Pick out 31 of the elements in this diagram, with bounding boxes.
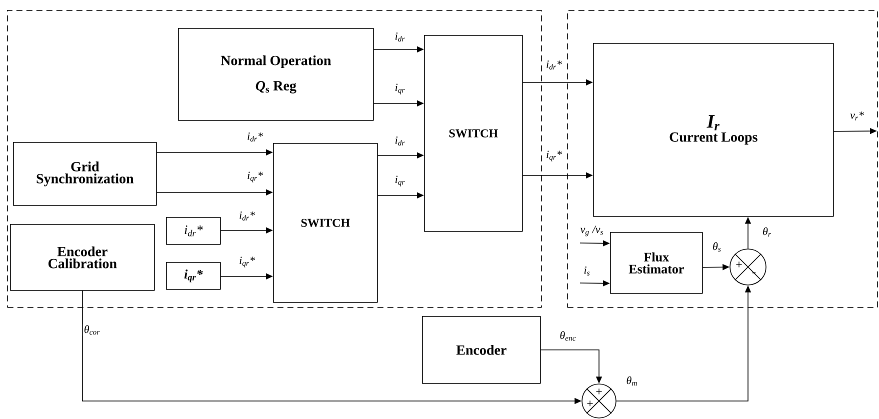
edge-label: θ$_{r}$ xyxy=(762,226,772,238)
block-box: I$_{r}$ Current Loops xyxy=(593,43,834,217)
block-box: Flux Estimator xyxy=(610,232,703,294)
edge-label: i$_{s}$ xyxy=(582,266,592,276)
summing-junction: + + xyxy=(582,384,616,418)
edge-label: θ$_{s}$ xyxy=(712,241,722,253)
edge-label: i$_{qr}$* xyxy=(246,170,264,184)
block-box: Encoder Calibration xyxy=(10,224,155,291)
edge-label: i$_{qr}$ xyxy=(394,174,406,188)
dashed-group-frame xyxy=(7,10,542,308)
edge-label: v$_{r}$* xyxy=(849,110,865,122)
reference-box: i$_{dr}$* xyxy=(166,216,221,245)
edge-label: i$_{dr}$* xyxy=(545,60,563,70)
edge-label: i$_{qr}$* xyxy=(545,150,563,162)
edge-label: i$_{dr}$ xyxy=(394,32,406,42)
edge-label: v$_{g}$ /v$_{s}$ xyxy=(579,224,605,238)
switch-box: SWITCH xyxy=(424,35,523,232)
edge-label: i$_{dr}$ xyxy=(394,136,406,146)
block-box: Grid Synchronization xyxy=(13,142,157,206)
edge-label: i$_{dr}$* xyxy=(246,132,264,142)
dashed-group-frame xyxy=(567,10,878,308)
edge-label: i$_{qr}$* xyxy=(238,256,256,268)
block-box: Encoder xyxy=(422,316,541,384)
reference-box: i$_{qr}$* xyxy=(166,262,221,290)
edge-label: i$_{dr}$* xyxy=(238,210,256,222)
switch-box: SWITCH xyxy=(273,142,378,303)
edge-label: θ$_{cor}$ xyxy=(82,324,102,336)
edge-label: θ$_{m}$ xyxy=(625,375,639,387)
edge-label: i$_{qr}$ xyxy=(394,82,406,96)
edge-label: θ$_{enc}$ xyxy=(558,330,578,342)
block-box: Normal Operation Q$_{s}$ Reg xyxy=(178,28,374,121)
